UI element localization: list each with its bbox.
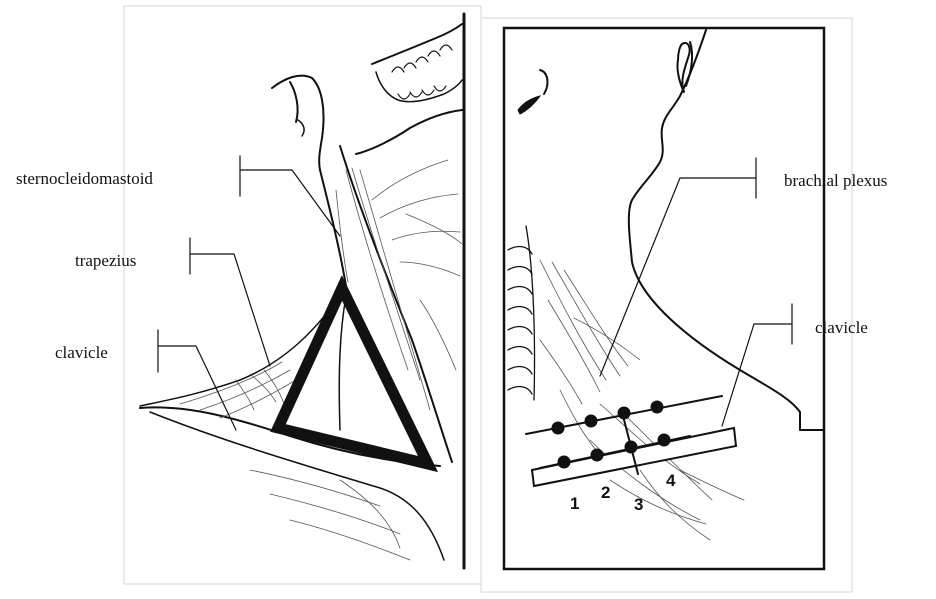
posterior-triangle — [278, 288, 428, 464]
injection-point — [651, 401, 664, 414]
jaw-outline — [372, 24, 462, 64]
teeth-line — [376, 72, 462, 102]
neck-front — [356, 110, 462, 154]
trapezius-fibers — [180, 362, 296, 418]
right-panel-outer-frame — [481, 18, 852, 592]
right-ear — [677, 43, 689, 92]
left-panel-frame — [124, 6, 481, 584]
injection-point — [625, 441, 638, 454]
label-clavicle-left: clavicle — [55, 343, 108, 362]
chest-fibers — [250, 470, 410, 560]
ear-outline — [272, 76, 324, 170]
injection-point — [591, 449, 604, 462]
point-number-2: 2 — [601, 483, 610, 502]
left-panel: sternocleidomastoid trapezius clavicle — [16, 6, 481, 584]
scm-anterior-border — [340, 146, 452, 462]
scm-posterior-border — [320, 170, 346, 286]
right-panel: 1 2 3 4 brachial plexus clavicle — [481, 18, 887, 592]
label-sternocleidomastoid: sternocleidomastoid — [16, 169, 153, 188]
triangle-inner-contour — [339, 296, 346, 430]
injection-point — [558, 456, 571, 469]
injection-point — [585, 415, 598, 428]
injection-point — [552, 422, 565, 435]
ear-inner — [290, 82, 298, 122]
trachea-rings — [508, 226, 535, 400]
label-brachial-plexus: brachial plexus — [784, 171, 887, 190]
eye-mark — [518, 96, 540, 114]
head-neck-profile — [629, 30, 824, 430]
point-number-4: 4 — [666, 471, 676, 490]
right-leader-lines — [600, 158, 792, 426]
label-trapezius: trapezius — [75, 251, 136, 270]
injection-point — [658, 434, 671, 447]
point-number-1: 1 — [570, 494, 579, 513]
label-clavicle-right: clavicle — [815, 318, 868, 337]
brow-mark — [540, 70, 547, 94]
injection-point — [618, 407, 631, 420]
scm-fibers — [336, 160, 462, 410]
point-number-3: 3 — [634, 495, 643, 514]
left-leader-lines — [158, 156, 340, 430]
right-panel-frame — [504, 28, 824, 569]
ear-lobe — [298, 120, 304, 136]
